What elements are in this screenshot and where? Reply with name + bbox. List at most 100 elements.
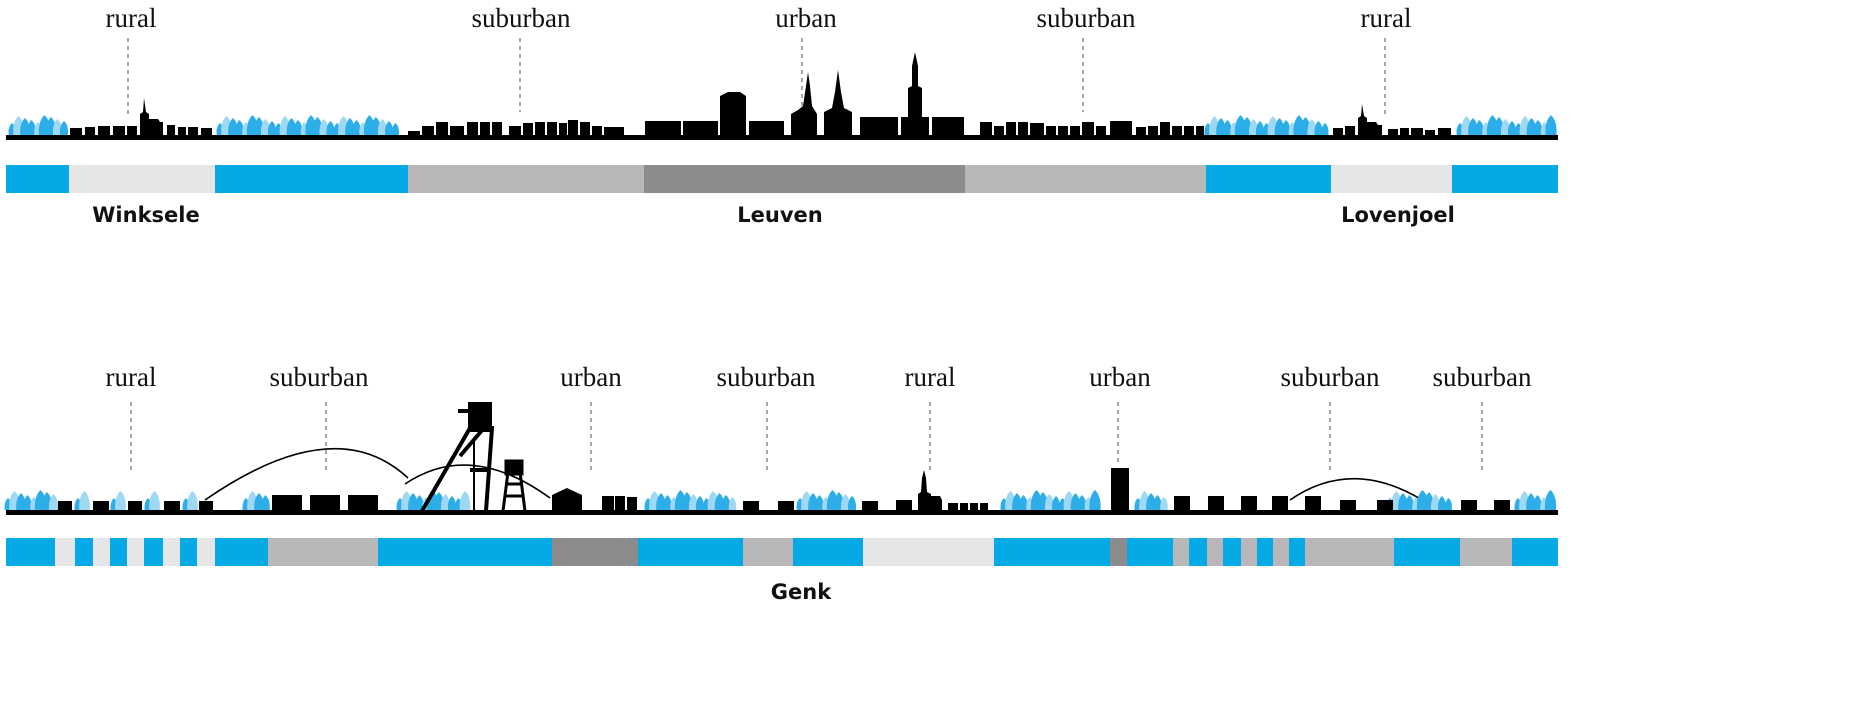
building	[1184, 126, 1194, 136]
top-trees	[8, 115, 1557, 135]
building	[93, 501, 109, 511]
bottom-zone-label-7: suburban	[1281, 362, 1380, 392]
tree-icon	[688, 494, 699, 510]
building	[980, 122, 992, 136]
church-spire	[918, 470, 942, 511]
top-zone-label-5: rural	[1361, 3, 1412, 33]
bottom-trees	[4, 490, 1557, 510]
top-land-use-bar	[6, 165, 1558, 193]
bottom-zone-label-1: rural	[106, 362, 157, 392]
bar-segment-rural	[93, 538, 110, 566]
bar-segment-suburban	[1173, 538, 1189, 566]
bottom-zone-label-6: urban	[1089, 362, 1151, 392]
bar-segment-open-space	[1257, 538, 1273, 566]
bottom-zone-label-3: urban	[560, 362, 622, 392]
tree-icon	[1533, 495, 1542, 510]
tree-icon	[1281, 120, 1291, 135]
building	[1136, 127, 1146, 136]
building	[127, 126, 137, 136]
bar-segment-open-space	[144, 538, 163, 566]
bar-segment-open-space	[75, 538, 93, 566]
building	[602, 496, 614, 511]
building	[683, 121, 718, 136]
building	[1172, 126, 1182, 136]
tree-icon	[27, 120, 36, 135]
bar-segment-open-space	[1452, 165, 1558, 193]
tree-icon	[79, 491, 90, 510]
top-transect: rural suburban urban suburban rural	[6, 3, 1558, 227]
tree-icon	[1437, 496, 1447, 510]
building	[960, 503, 968, 511]
building	[1333, 128, 1343, 136]
tree-icon	[1223, 120, 1232, 135]
tree-icon	[384, 121, 394, 135]
building	[896, 500, 912, 511]
building	[408, 131, 420, 136]
top-zone-label-1: rural	[106, 3, 157, 33]
tree-icon	[415, 495, 424, 510]
tree-icon	[815, 495, 824, 510]
tree-icon	[1314, 121, 1323, 135]
tree-icon	[59, 121, 69, 135]
building	[559, 123, 567, 136]
mine-headframe	[420, 402, 495, 513]
place-name-genk: Genk	[771, 580, 832, 604]
building	[1411, 128, 1423, 136]
tree-icon	[1475, 120, 1484, 135]
tree-icon	[840, 494, 851, 510]
building	[627, 497, 637, 511]
tree-icon	[48, 494, 59, 510]
bar-segment-open-space	[638, 538, 743, 566]
bar-segment-rural	[55, 538, 75, 566]
building	[568, 120, 578, 136]
bar-segment-open-space	[1206, 165, 1331, 193]
mine-headframe	[501, 459, 527, 512]
building	[994, 126, 1004, 136]
building	[1030, 123, 1044, 136]
bar-segment-open-space	[6, 165, 69, 193]
tree-icon	[1248, 119, 1259, 135]
building	[743, 501, 759, 511]
building	[167, 125, 175, 136]
tree-icon	[267, 121, 277, 135]
tree-icon	[377, 119, 388, 135]
bar-segment-open-space	[1289, 538, 1305, 566]
tree-icon	[1545, 115, 1557, 135]
building	[1400, 128, 1409, 136]
bar-segment-open-space	[1394, 538, 1460, 566]
tree-icon	[1445, 498, 1452, 510]
bar-segment-rural	[197, 538, 215, 566]
bar-segment-suburban	[743, 538, 793, 566]
bar-segment-suburban	[1273, 538, 1289, 566]
tree-icon	[1077, 495, 1087, 510]
building	[1241, 496, 1257, 511]
bar-segment-open-space	[1223, 538, 1241, 566]
tree-icon	[1089, 490, 1101, 510]
top-skyline	[70, 52, 1451, 136]
bottom-zone-label-4: suburban	[717, 362, 816, 392]
building	[201, 128, 212, 136]
building	[1388, 129, 1398, 136]
building	[1272, 496, 1288, 511]
bar-segment-open-space	[180, 538, 197, 566]
building	[58, 501, 72, 511]
building	[1340, 500, 1356, 511]
tree-icon	[326, 121, 335, 135]
tree-icon	[1500, 119, 1511, 135]
bar-segment-open-space	[793, 538, 863, 566]
tree-icon	[1544, 490, 1557, 510]
tree-icon	[187, 491, 198, 510]
bar-segment-open-space	[1127, 538, 1173, 566]
tree-icon	[1507, 121, 1517, 135]
building	[272, 495, 302, 511]
tree-icon	[459, 491, 471, 510]
bar-segment-suburban	[1460, 538, 1512, 566]
building	[164, 501, 180, 511]
building	[604, 127, 624, 136]
building	[113, 126, 125, 136]
building	[1006, 122, 1016, 136]
building	[523, 123, 533, 136]
building	[188, 127, 198, 136]
bar-segment-urban	[644, 165, 965, 193]
